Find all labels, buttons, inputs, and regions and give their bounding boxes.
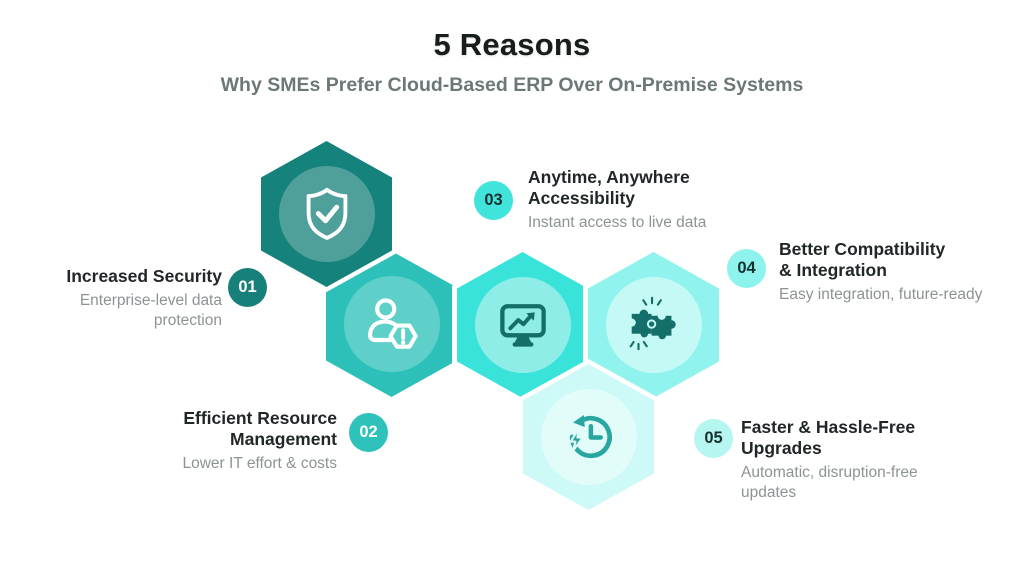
icon-circle bbox=[474, 277, 571, 373]
icon-circle bbox=[278, 166, 375, 262]
hexagon-upgrades bbox=[518, 359, 659, 515]
item-text-increased-security: Increased Security Enterprise-level data… bbox=[0, 266, 222, 330]
item-text-upgrades: Faster & Hassle-Free Upgrades Automatic,… bbox=[741, 417, 981, 502]
badge-02: 02 bbox=[349, 413, 388, 452]
item-description: Easy integration, future-ready bbox=[779, 286, 983, 303]
item-text-accessibility: Anytime, Anywhere Accessibility Instant … bbox=[528, 167, 768, 233]
badge-04: 04 bbox=[727, 249, 766, 288]
item-title: Anytime, Anywhere Accessibility bbox=[528, 167, 690, 208]
badge-05: 05 bbox=[694, 419, 733, 458]
item-description: Automatic, disruption-free updates bbox=[741, 464, 918, 501]
item-title: Efficient Resource Management bbox=[183, 408, 337, 449]
clock-lightning-icon bbox=[569, 414, 612, 459]
item-title: Better Compatibility & Integration bbox=[779, 239, 946, 280]
item-text-compatibility: Better Compatibility & Integration Easy … bbox=[779, 239, 1019, 305]
icon-circle bbox=[605, 277, 702, 373]
monitor-growth-icon bbox=[499, 304, 546, 347]
hexagon-fill bbox=[261, 141, 392, 287]
user-alert-icon bbox=[367, 298, 418, 349]
page-subtitle: Why SMEs Prefer Cloud-Based ERP Over On-… bbox=[220, 74, 804, 96]
item-description: Enterprise-level data protection bbox=[79, 292, 222, 329]
icon-circle bbox=[540, 389, 637, 485]
item-text-efficient-resource: Efficient Resource Management Lower IT e… bbox=[107, 408, 338, 474]
puzzle-integration-icon bbox=[627, 296, 676, 351]
hexagon-increased-security bbox=[256, 136, 397, 292]
item-title: Faster & Hassle-Free Upgrades bbox=[741, 417, 916, 458]
hexagon-fill bbox=[326, 251, 457, 397]
icon-circle bbox=[343, 276, 440, 372]
item-description: Lower IT effort & costs bbox=[182, 455, 338, 472]
page-title: 5 Reasons bbox=[433, 27, 591, 62]
shield-check-icon bbox=[306, 187, 347, 240]
item-title: Increased Security bbox=[66, 266, 222, 286]
item-description: Instant access to live data bbox=[528, 214, 707, 231]
badge-03: 03 bbox=[474, 181, 513, 220]
badge-01: 01 bbox=[228, 268, 267, 307]
